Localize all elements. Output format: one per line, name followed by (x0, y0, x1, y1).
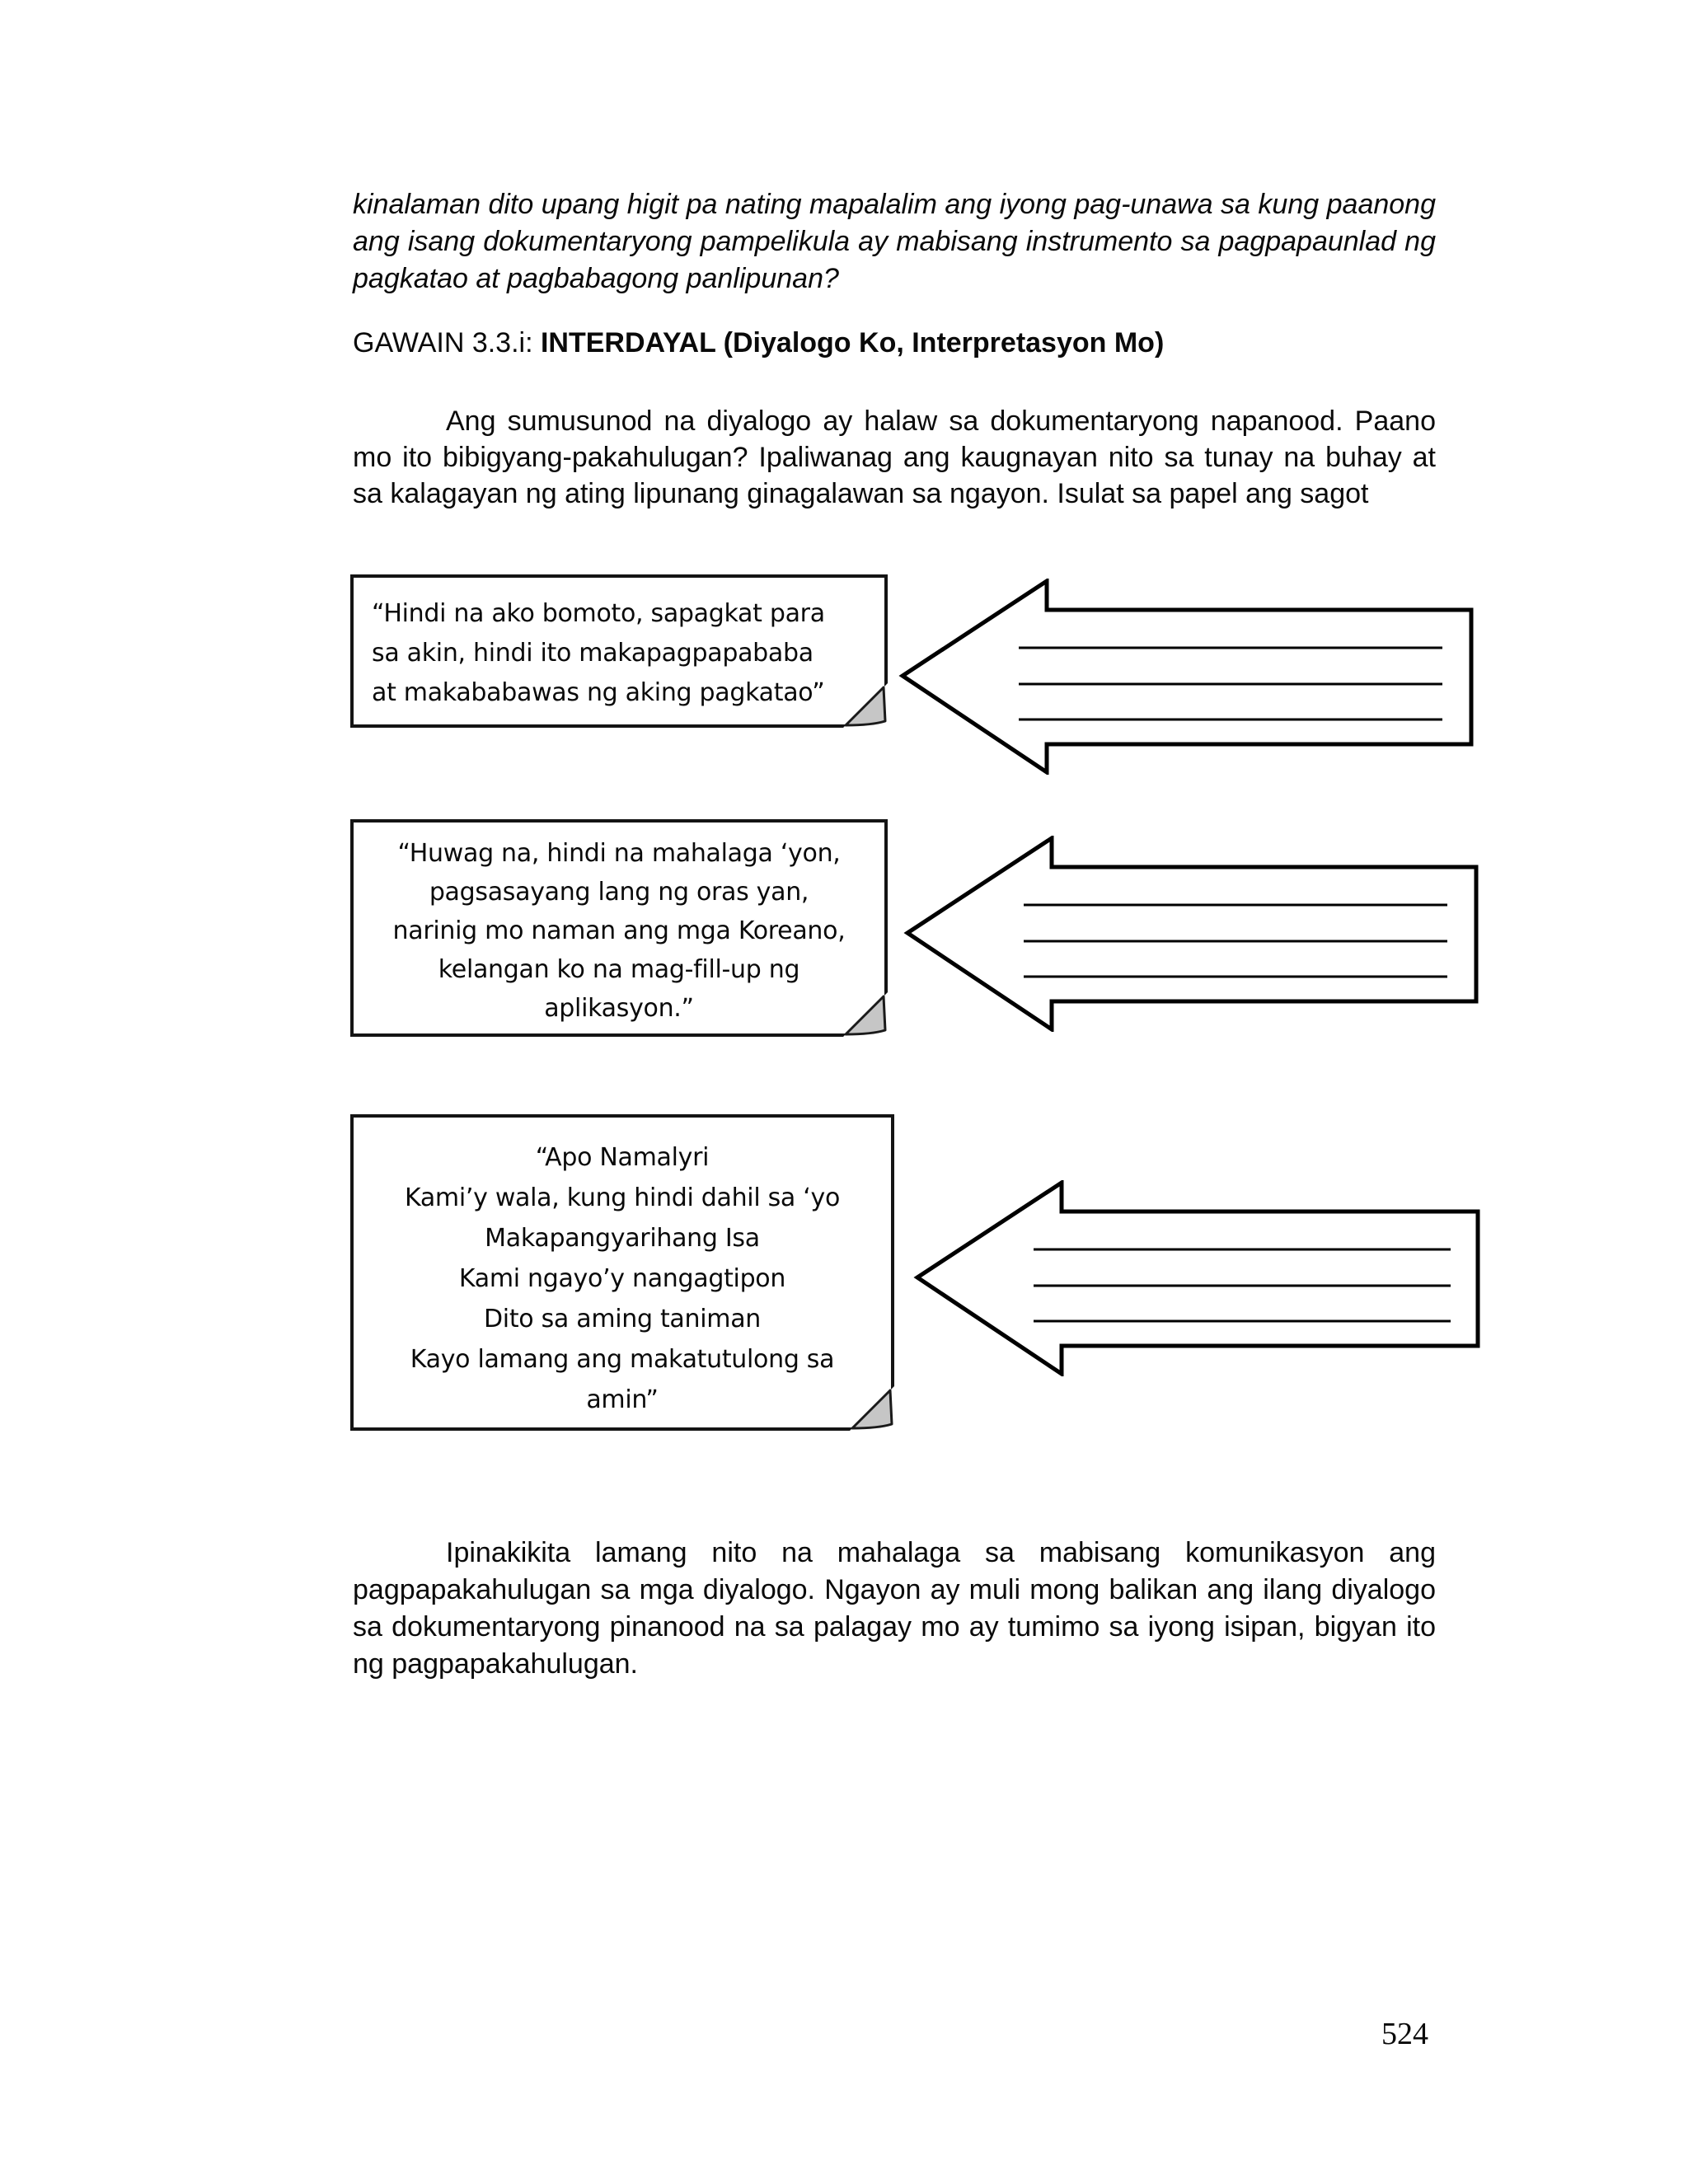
page-number: 524 (1381, 2017, 1428, 2051)
folded-corner-icon (843, 683, 888, 728)
instructions-paragraph: Ang sumusunod na diyalogo ay halaw sa do… (353, 405, 1436, 509)
answer-arrow-1 left-arrow-icon (898, 579, 1474, 775)
activity-heading-title: INTERDAYAL (Diyalogo Ko, Interpretasyon … (540, 327, 1165, 359)
answer-arrow-3 left-arrow-icon (913, 1180, 1480, 1376)
activity-heading-prefix: GAWAIN 3.3.i: (353, 327, 541, 359)
intro-paragraph: kinalaman dito upang higit pa nating map… (353, 189, 1436, 294)
closing-paragraph: Ipinakikita lamang nito na mahalaga sa m… (353, 1537, 1436, 1680)
answer-arrow-2 left-arrow-icon (903, 836, 1479, 1032)
folded-corner-icon (850, 1386, 894, 1431)
dialog-box-2: “Huwag na, hindi na mahalaga ‘yon,pagsas… (350, 819, 888, 1037)
activity-heading: GAWAIN 3.3.i: INTERDAYAL (Diyalogo Ko, I… (353, 325, 1164, 362)
dialog-2-text: “Huwag na, hindi na mahalaga ‘yon,pagsas… (392, 839, 846, 1023)
folded-corner-icon (843, 992, 888, 1037)
